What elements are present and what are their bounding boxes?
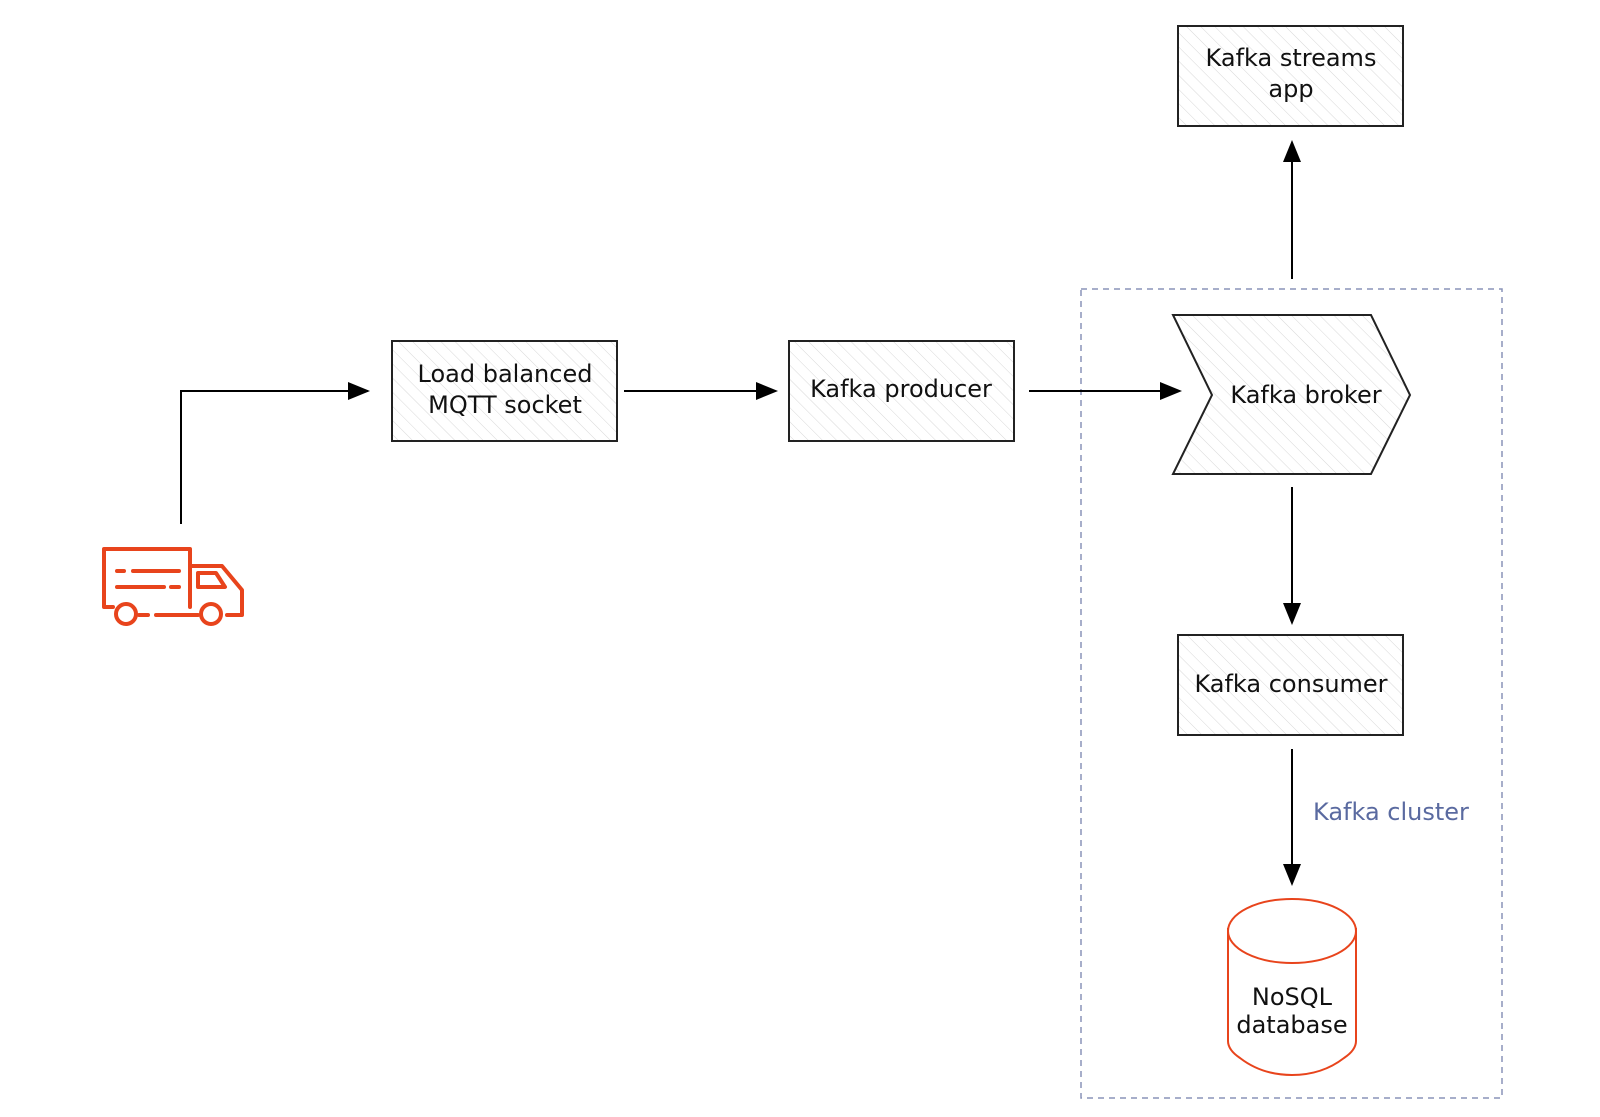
node-kafka-producer[interactable]: Kafka producer: [788, 340, 1015, 442]
cluster-boundary: [1080, 288, 1503, 1099]
kafka-broker-label: Kafka broker: [1230, 381, 1381, 409]
arrowhead: [756, 382, 778, 400]
kafka-broker-shape[interactable]: [1171, 314, 1412, 475]
kafka-producer-box[interactable]: [788, 340, 1015, 442]
database-label-line1: NoSQL: [1252, 983, 1333, 1011]
database-label-line2: database: [1236, 1011, 1347, 1039]
arrowhead: [348, 382, 370, 400]
kafka-producer-label: Kafka producer: [810, 375, 992, 403]
node-kafka-consumer[interactable]: Kafka consumer: [1177, 634, 1404, 736]
truck-icon[interactable]: [102, 547, 244, 626]
node-kafka-streams[interactable]: Kafka streams app: [1177, 25, 1404, 127]
kafka-cluster-group: Kafka cluster: [1080, 288, 1503, 1099]
kafka-consumer-box[interactable]: [1177, 634, 1404, 736]
node-mqtt-socket[interactable]: Load balanced MQTT socket: [391, 340, 618, 442]
edges: [180, 140, 1301, 886]
edge-truck-to-mqtt: [180, 390, 368, 524]
kafka-streams-label-line1: Kafka streams: [1206, 44, 1377, 72]
mqtt-label-line1: Load balanced: [418, 360, 593, 388]
cluster-label: Kafka cluster: [1313, 798, 1469, 826]
kafka-streams-label-line2: app: [1268, 75, 1313, 103]
node-nosql-database[interactable]: NoSQL database: [1227, 898, 1357, 1077]
arrowhead: [1283, 603, 1301, 625]
kafka-consumer-label: Kafka consumer: [1194, 670, 1387, 698]
mqtt-label-line2: MQTT socket: [428, 391, 582, 419]
kafka-streams-box[interactable]: [1177, 25, 1404, 127]
arrowhead: [1160, 382, 1182, 400]
node-kafka-broker[interactable]: Kafka broker: [1171, 314, 1412, 475]
mqtt-socket-box[interactable]: [391, 340, 618, 442]
arrowhead: [1283, 140, 1301, 162]
database-icon[interactable]: [1227, 898, 1357, 1077]
arrowhead: [1283, 864, 1301, 886]
